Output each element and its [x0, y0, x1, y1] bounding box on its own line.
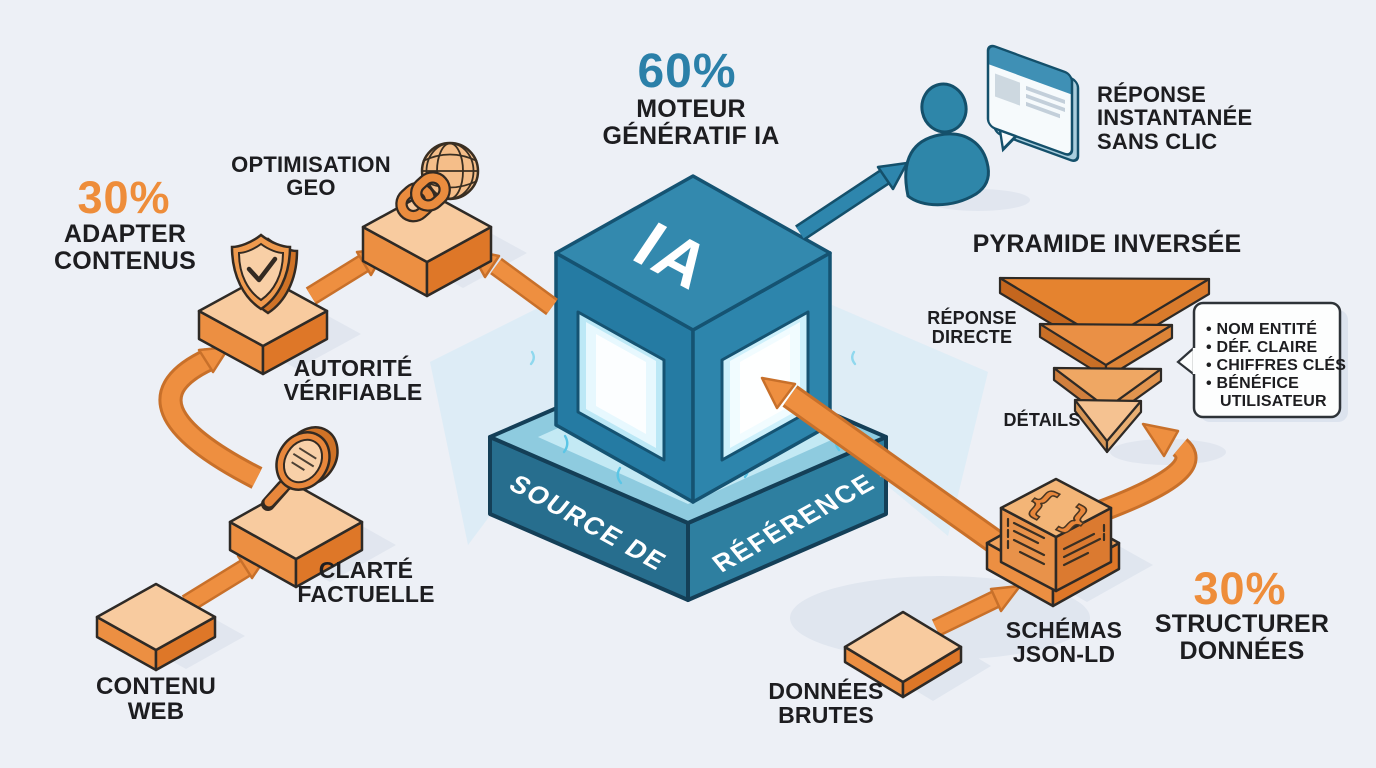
cube-window-left — [576, 310, 666, 462]
speech-bubble-icon — [986, 44, 1080, 162]
jsonld-code-lines — [1006, 517, 1106, 567]
label-adapter-contenus: ADAPTER CONTENUS — [54, 220, 196, 275]
label-optimisation-geo: OPTIMISATION GEO — [231, 152, 391, 201]
callout-item-chiffres-cles: • CHIFFRES CLÉS — [1206, 357, 1347, 374]
arrow-cube-to-user — [795, 161, 909, 241]
stat-30-percent-right: 30% — [1193, 563, 1287, 614]
label-contenu-web: CONTENU WEB — [95, 673, 217, 726]
arrow-clarte-to-autorite — [158, 345, 263, 489]
label-structurer-donnees: STRUCTURER DONNÉES — [1154, 610, 1330, 665]
label-donnees-brutes: DONNÉES BRUTES — [768, 678, 884, 729]
stat-60-percent: 60% — [637, 45, 737, 98]
label-moteur-generatif: MOTEUR GÉNÉRATIF IA — [602, 95, 780, 150]
callout-item-nom-entite: • NOM ENTITÉ — [1206, 321, 1318, 338]
user-person-icon — [904, 82, 990, 207]
label-schemas-jsonld: SCHÉMAS JSON-LD — [1005, 617, 1123, 668]
label-reponse-instantanee: RÉPONSE INSTANTANÉE SANS CLIC — [1097, 82, 1253, 154]
label-pyramide-inversee: PYRAMIDE INVERSÉE — [972, 230, 1242, 258]
shield-check-icon — [230, 233, 299, 315]
arrow-jsonld-to-cube — [760, 376, 1016, 562]
platform-donnees-brutes — [843, 610, 963, 699]
magnifier-icon — [261, 426, 339, 511]
pyramid-callout-box — [1176, 301, 1348, 422]
chain-link-icon — [395, 171, 451, 223]
label-autorite-verifiable: AUTORITÉ VÉRIFIABLE — [283, 355, 423, 406]
light-beams — [430, 300, 988, 545]
inverted-pyramid — [998, 276, 1211, 454]
arrow-brutes-to-jsonld — [931, 584, 1022, 637]
platform-contenu-web — [95, 582, 217, 672]
callout-item-benefice-utilisateur: • BÉNÉFICE UTILISATEUR — [1206, 375, 1327, 410]
label-clarte-factuelle: CLARTÉ FACTUELLE — [297, 557, 435, 608]
label-details: DÉTAILS — [1003, 410, 1081, 430]
stat-30-percent-left: 30% — [77, 172, 171, 223]
label-reponse-directe: RÉPONSE DIRECTE — [927, 308, 1017, 348]
platform-geo — [361, 190, 493, 298]
jsonld-schema-box — [999, 477, 1113, 593]
platform-autorite — [197, 274, 329, 376]
callout-item-def-claire: • DÉF. CLAIRE — [1206, 339, 1318, 356]
